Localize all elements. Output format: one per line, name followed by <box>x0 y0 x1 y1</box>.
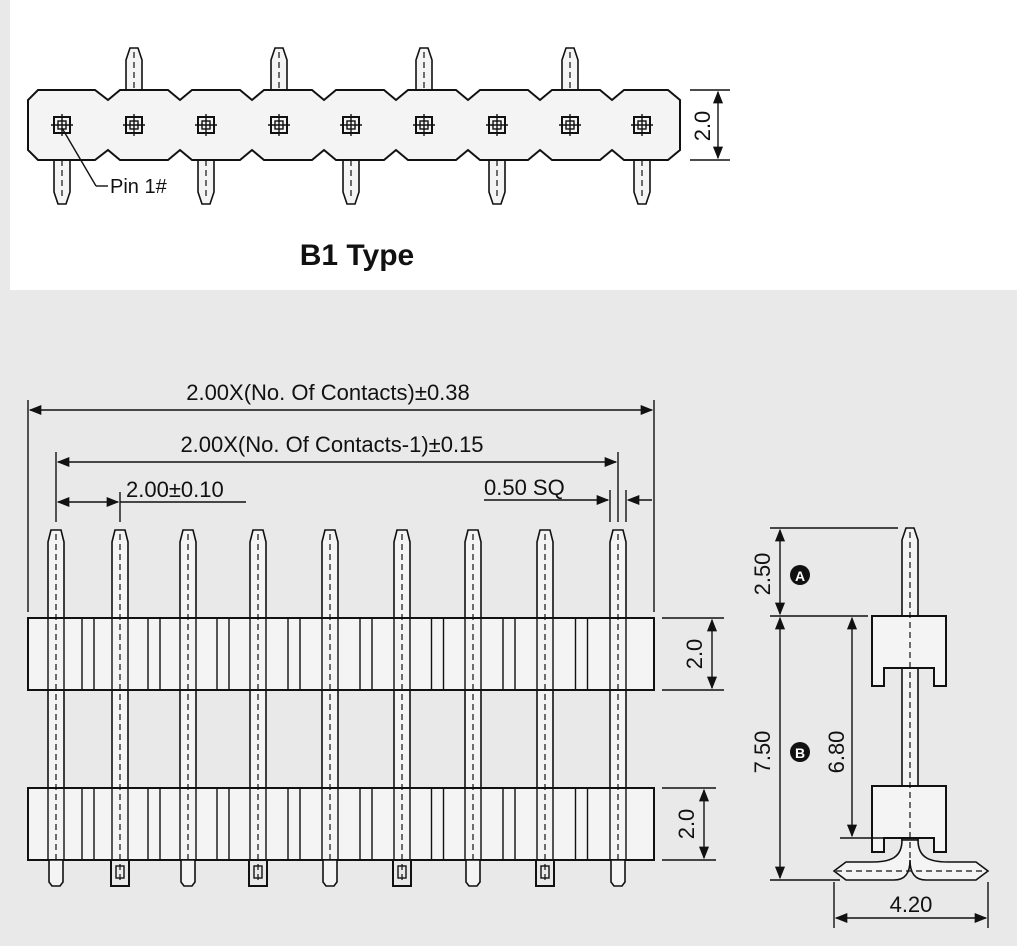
pin-size-dim: 0.50 SQ <box>484 475 565 500</box>
marker-b: B <box>795 745 805 761</box>
lower-body-height-dim: 2.0 <box>674 809 699 840</box>
front-tail-pin <box>465 859 481 887</box>
front-view: 2.00X(No. Of Contacts)±0.38 2.00X(No. Of… <box>27 380 724 887</box>
total-length-dim: 7.50 <box>750 731 775 774</box>
front-tail-square <box>392 859 412 887</box>
top-view-pins <box>53 47 651 205</box>
lower-insulator-body <box>27 787 655 861</box>
front-tail-square <box>535 859 555 887</box>
top-height-dim: 2.0 <box>690 111 715 142</box>
front-tail-square-inner <box>397 865 407 879</box>
front-tail-square-inner <box>253 865 263 879</box>
front-view-centerlines <box>55 534 619 884</box>
front-tail-pin <box>180 859 196 887</box>
front-tail-pin <box>322 859 338 887</box>
front-view-dividers <box>47 618 627 860</box>
overall-length-dim: 2.00X(No. Of Contacts)±0.38 <box>186 380 470 405</box>
front-tail-square <box>110 859 130 887</box>
spacer-gap-dim: 6.80 <box>824 731 849 774</box>
front-tail-square <box>248 859 268 887</box>
side-view: 2.50 A 7.50 B 6.80 4.20 <box>750 527 990 928</box>
pin1-label: Pin 1# <box>110 176 168 198</box>
front-view-tails <box>48 859 626 887</box>
front-tail-pin <box>48 859 64 887</box>
top-view-pin-squares <box>51 114 653 136</box>
pitch-span-dim: 2.00X(No. Of Contacts-1)±0.15 <box>180 432 483 457</box>
upper-insulator-body <box>27 617 655 691</box>
front-tail-square-inner <box>115 865 125 879</box>
b1-type-title: B1 Type <box>300 239 414 272</box>
front-tail-square-inner <box>540 865 550 879</box>
top-view: Pin 1# 2.0 B1 Type <box>27 47 730 272</box>
upper-body-height-dim: 2.0 <box>682 639 707 670</box>
pitch-dim: 2.00±0.10 <box>126 477 224 502</box>
tail-length-dim: 2.50 <box>750 553 775 596</box>
front-tail-pin <box>610 859 626 887</box>
foot-width-dim: 4.20 <box>890 892 933 917</box>
marker-a: A <box>795 568 805 584</box>
